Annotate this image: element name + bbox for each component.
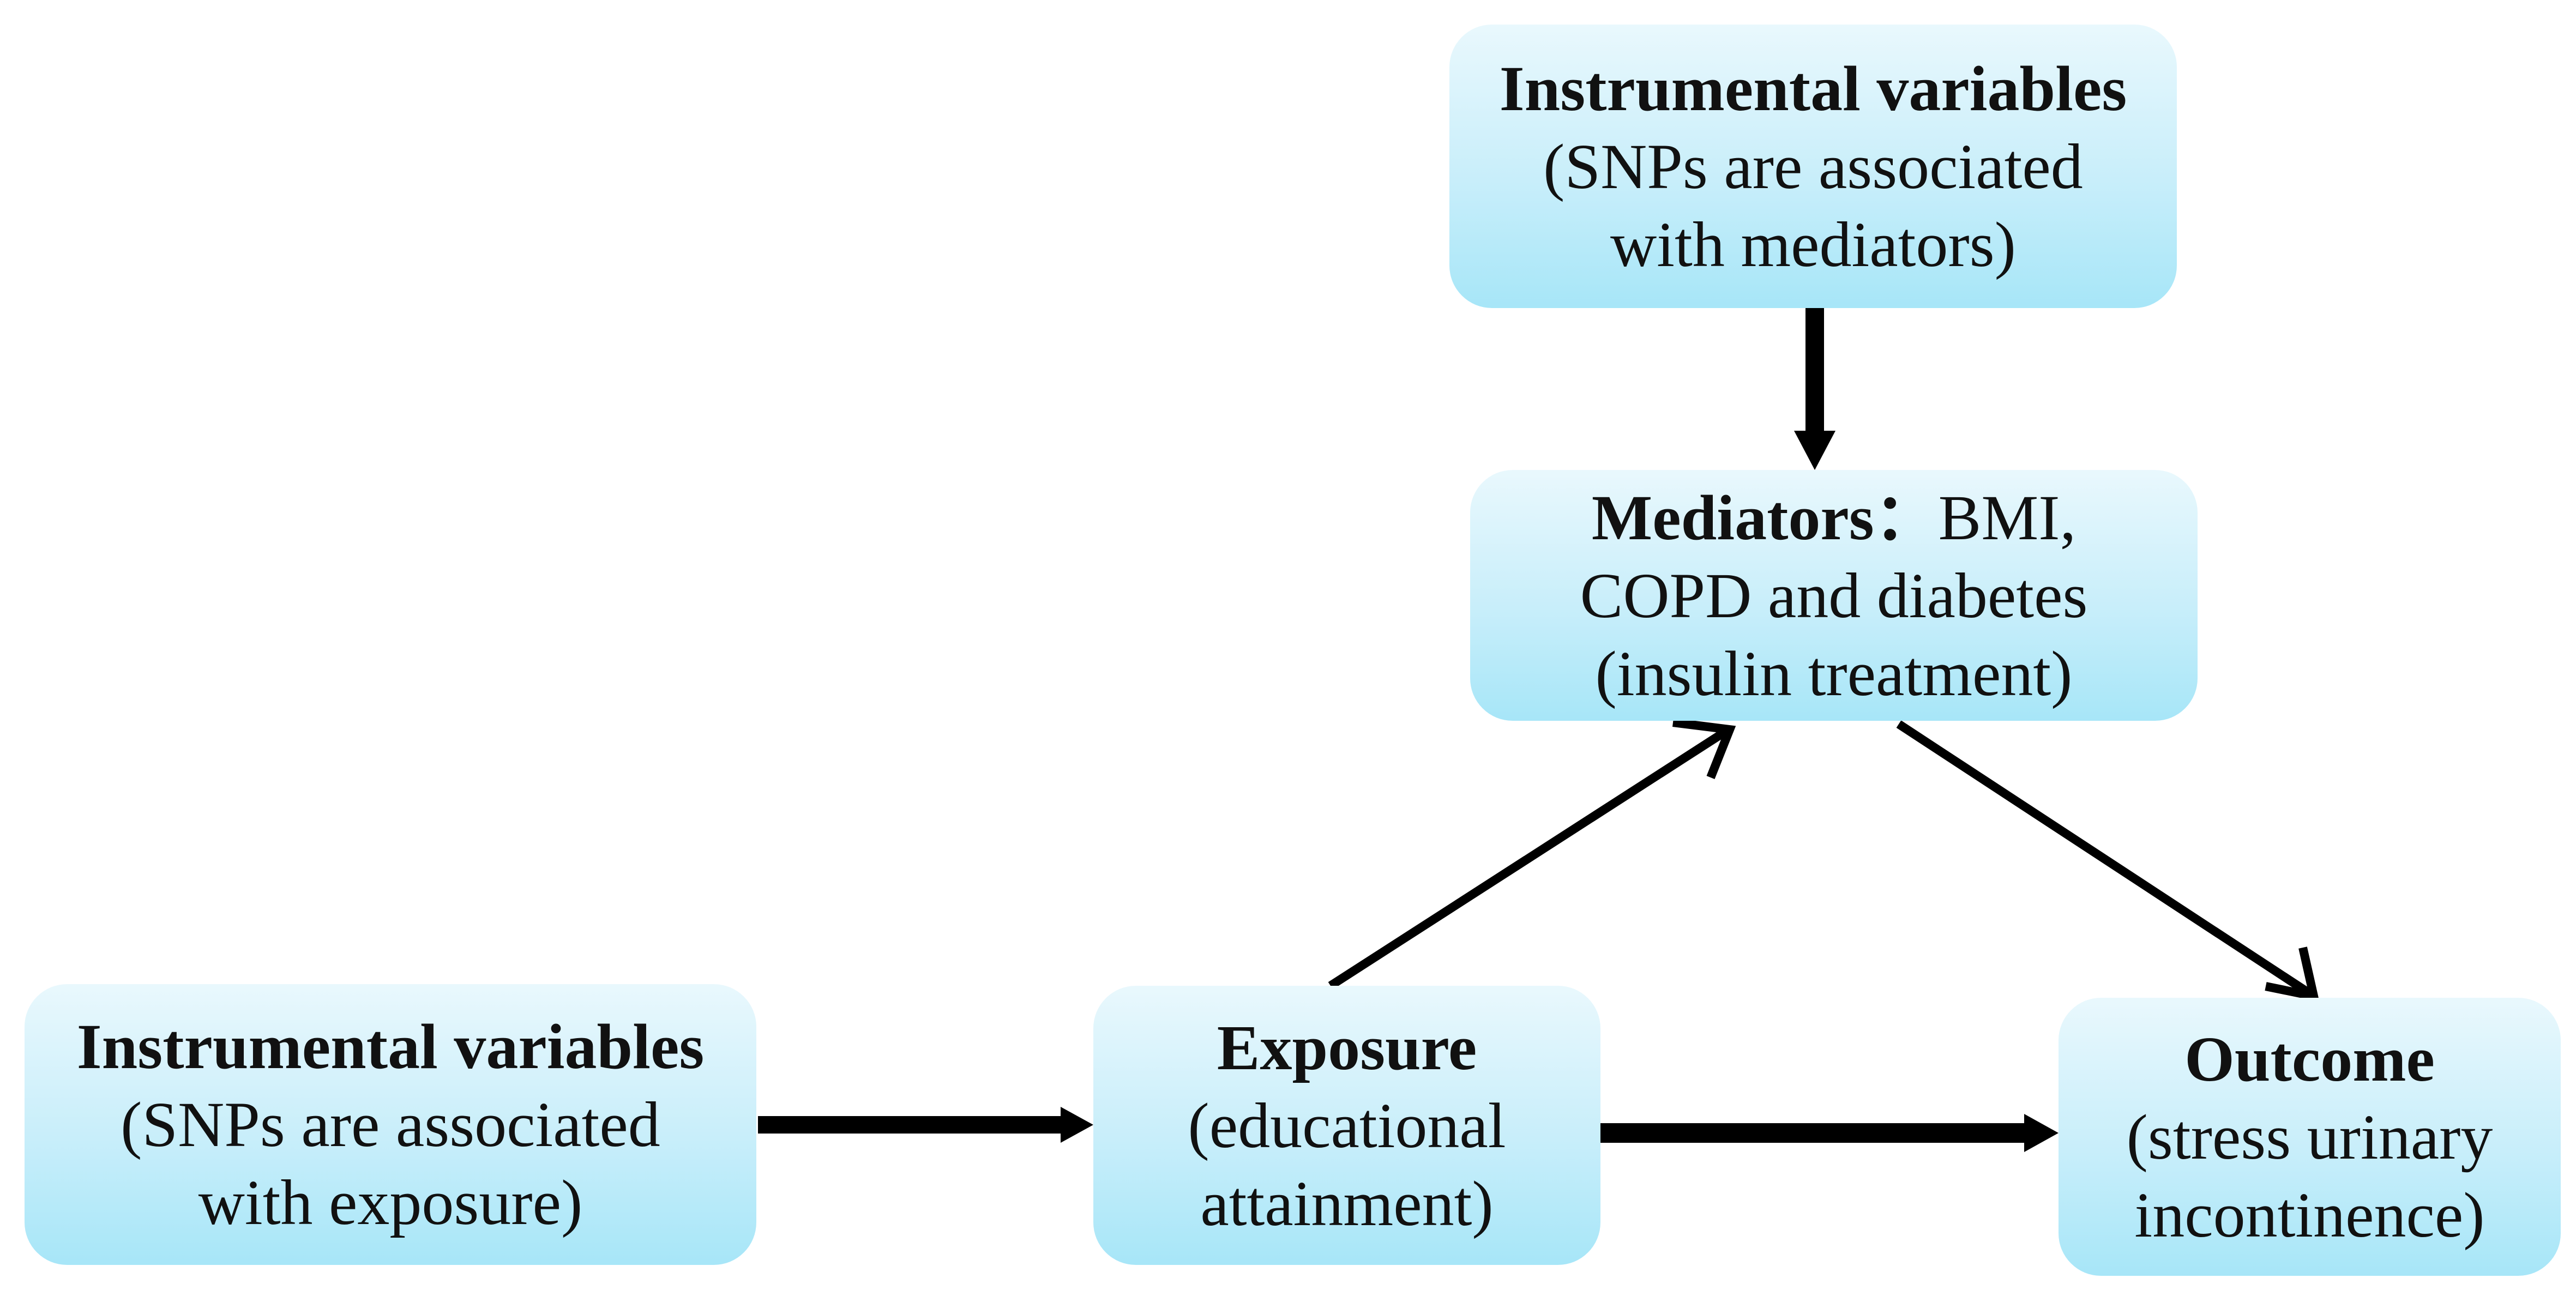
- box-line: (SNPs are associated: [121, 1089, 660, 1160]
- arrow-iv-to-exposure: [758, 1107, 1093, 1143]
- box-line: incontinence): [2134, 1179, 2485, 1251]
- instrumental-variables-exposure-box: Instrumental variables (SNPs are associa…: [25, 984, 756, 1265]
- box-title: Exposure: [1217, 1011, 1477, 1083]
- arrow-exposure-to-mediators: [1328, 718, 1736, 990]
- box-line: (educational: [1188, 1089, 1506, 1161]
- instrumental-variables-mediators-box: Instrumental variables (SNPs are associa…: [1449, 25, 2177, 308]
- box-line: COPD and diabetes: [1580, 559, 2088, 631]
- box-title-rest: BMI,: [1938, 481, 2077, 553]
- exposure-box: Exposure (educational attainment): [1093, 986, 1600, 1265]
- box-line: (SNPs are associated: [1543, 130, 2083, 202]
- box-line: with exposure): [198, 1167, 583, 1238]
- arrow-exposure-to-outcome: [1600, 1114, 2059, 1152]
- box-title: Outcome: [2184, 1023, 2435, 1095]
- box-line: attainment): [1200, 1167, 1494, 1239]
- arrow-iv-to-mediators: [1794, 308, 1835, 470]
- arrow-mediators-to-outcome: [1896, 720, 2320, 1002]
- box-title: Instrumental variables: [76, 1011, 705, 1082]
- box-title-row: Mediators：BMI,: [1592, 479, 2076, 557]
- box-line: with mediators): [1610, 208, 2016, 280]
- mediators-box: Mediators：BMI, COPD and diabetes (insuli…: [1470, 470, 2198, 721]
- box-title: Mediators：: [1591, 481, 1939, 553]
- box-title: Instrumental variables: [1499, 52, 2127, 124]
- box-line: (insulin treatment): [1595, 637, 2073, 709]
- box-line: (stress urinary: [2126, 1101, 2493, 1173]
- outcome-box: Outcome (stress urinary incontinence): [2059, 998, 2561, 1276]
